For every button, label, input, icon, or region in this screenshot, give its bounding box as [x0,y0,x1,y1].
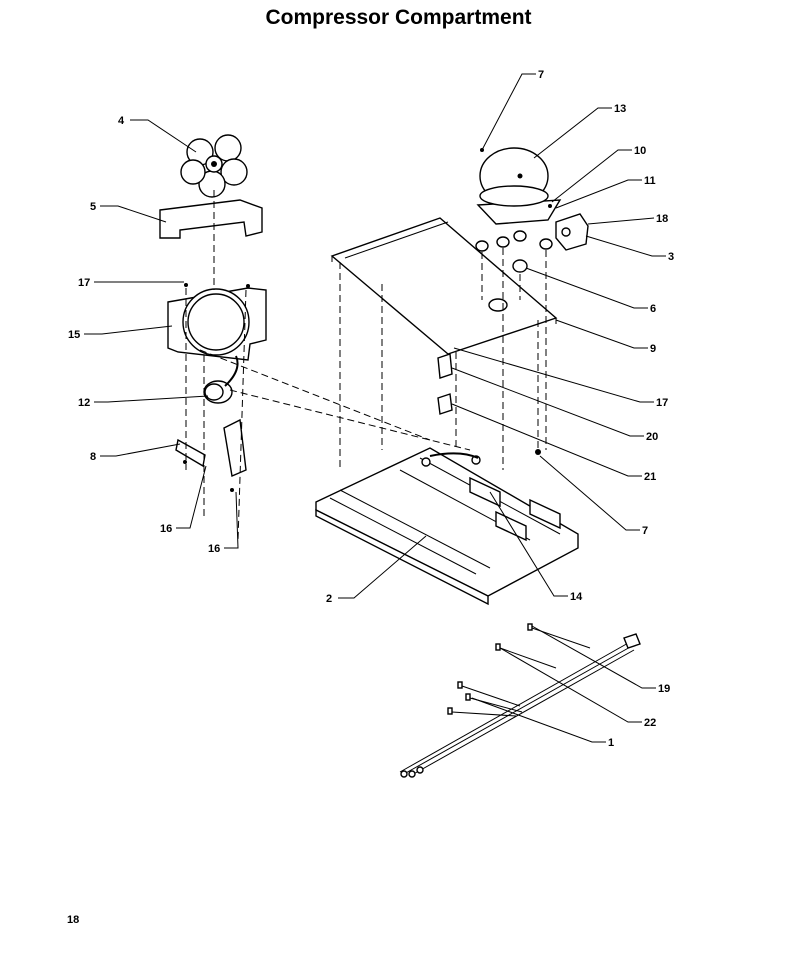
base-pan [315,447,579,606]
motor-mount-clips [175,418,247,492]
callout-6: 6 [650,303,656,315]
callout-13: 13 [614,103,626,115]
motor-mounting-plate [167,283,267,361]
callout-10: 10 [634,145,646,157]
callout-16-left: 16 [160,523,172,535]
callout-11: 11 [644,175,656,187]
callout-12: 12 [78,397,90,409]
callout-19: 19 [658,683,670,695]
callout-3: 3 [668,251,674,263]
page-title: Compressor Compartment [265,6,532,29]
page-number: 18 [67,914,80,926]
electrical-components [437,353,453,415]
callout-7-top: 7 [538,69,544,81]
callout-7-bottom: 7 [642,525,648,537]
callout-8: 8 [90,451,96,463]
compressor [476,147,562,225]
callout-9: 9 [650,343,656,355]
overload-relay [548,204,589,251]
callout-22: 22 [644,717,656,729]
callout-16-right: 16 [208,543,220,555]
callout-4: 4 [118,115,125,127]
callout-17-left: 17 [78,277,90,289]
leader-lines [84,73,666,743]
callout-labels: 7 13 4 10 11 5 18 3 17 6 15 9 12 17 20 8… [68,69,674,749]
fan-bracket [159,199,263,239]
callout-20: 20 [646,431,658,443]
rear-panel [330,217,558,360]
fan-blade [180,134,248,198]
compressor-grommets [475,230,553,273]
callout-17-right: 17 [656,397,668,409]
callout-14: 14 [570,591,583,603]
callout-1: 1 [608,737,614,749]
callout-21: 21 [644,471,656,483]
callout-18: 18 [656,213,668,225]
fan-motor [203,355,239,404]
wire-harness [399,623,641,778]
callout-15: 15 [68,329,80,341]
callout-2: 2 [326,593,332,605]
callout-5: 5 [90,201,96,213]
